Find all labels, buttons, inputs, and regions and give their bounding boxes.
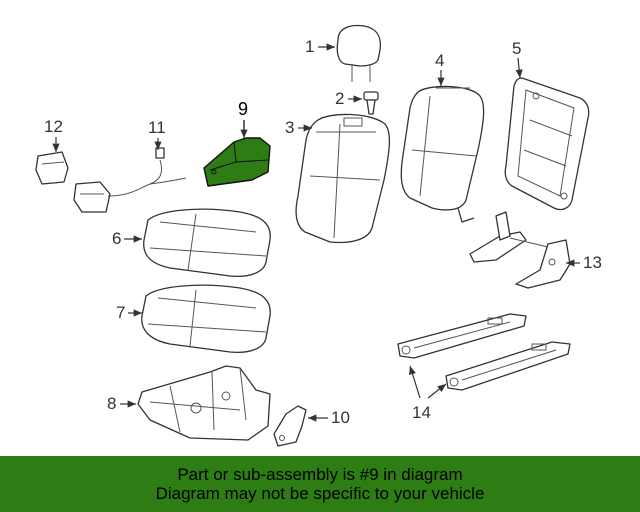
seat-track-lower [445, 341, 571, 391]
seatback-cover [295, 113, 391, 244]
callout-3: 3 [285, 118, 294, 137]
callout-9: 9 [238, 99, 248, 119]
highlighted-part-9 [203, 137, 271, 187]
bracket [273, 405, 307, 447]
callout-8: 8 [107, 394, 116, 413]
callout-11: 11 [148, 118, 166, 137]
seatback-pad [400, 85, 485, 223]
seat-cushion-frame [137, 365, 271, 441]
callout-5: 5 [512, 39, 521, 58]
callout-10: 10 [331, 408, 350, 427]
banner-line-1: Part or sub-assembly is #9 in diagram [177, 465, 463, 484]
seat-cushion-cover [143, 208, 271, 278]
connector [35, 151, 69, 185]
headrest [336, 24, 382, 82]
seat-cushion-pad [141, 284, 271, 354]
info-banner: Part or sub-assembly is #9 in diagram Di… [0, 456, 640, 512]
seat-track-upper [397, 313, 527, 359]
callout-4: 4 [435, 51, 444, 70]
banner-line-2: Diagram may not be specific to your vehi… [155, 484, 485, 503]
callout-2: 2 [335, 89, 344, 108]
headrest-guide [363, 91, 379, 115]
wire-harness [73, 147, 187, 213]
callout-14: 14 [412, 403, 431, 422]
callout-1: 1 [305, 37, 314, 56]
callout-13: 13 [583, 253, 602, 272]
callout-7: 7 [116, 303, 125, 322]
callout-12: 12 [44, 117, 63, 136]
seat-adjuster [469, 211, 571, 289]
seatback-frame [504, 77, 590, 211]
callout-6: 6 [112, 229, 121, 248]
parts-diagram: 1 2 3 4 5 9 [35, 24, 602, 447]
